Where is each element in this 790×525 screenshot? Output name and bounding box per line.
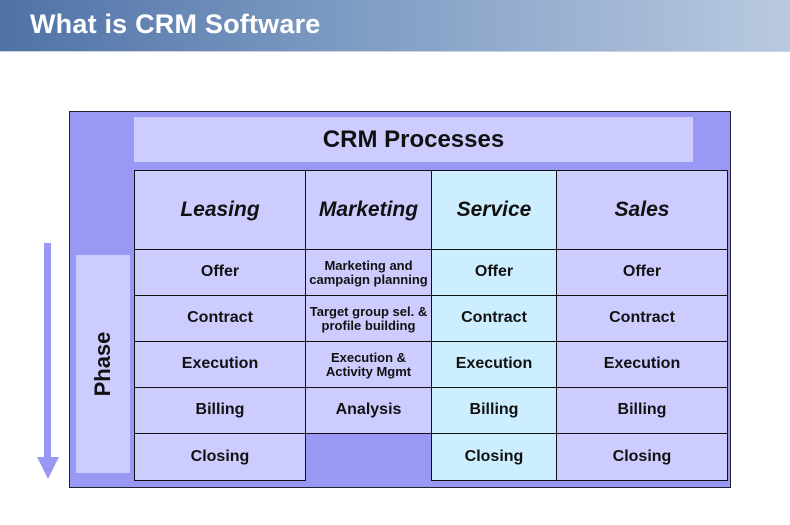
process-cell: Target group sel. & profile building	[305, 295, 432, 342]
process-cell: Analysis	[305, 387, 432, 434]
slide-title: What is CRM Software	[30, 9, 321, 39]
title-banner: What is CRM Software	[0, 0, 790, 52]
process-cell: Offer	[431, 249, 557, 296]
process-cell: Execution	[431, 341, 557, 388]
process-cell: Execution & Activity Mgmt	[305, 341, 432, 388]
crm-processes-header: CRM Processes	[134, 117, 693, 162]
process-cell: Contract	[556, 295, 728, 342]
process-cell: Offer	[556, 249, 728, 296]
process-cell: Contract	[134, 295, 306, 342]
column-header-service: Service	[431, 170, 557, 250]
process-cell: Closing	[556, 433, 728, 481]
phase-label: Phase	[90, 331, 115, 397]
column-header-marketing: Marketing	[305, 170, 432, 250]
process-cell: Closing	[431, 433, 557, 481]
process-cell: Execution	[134, 341, 306, 388]
process-cell: Billing	[134, 387, 306, 434]
phase-arrow-down-icon	[37, 457, 59, 479]
process-cell: Billing	[431, 387, 557, 434]
phase-arrow-shaft	[44, 243, 51, 458]
process-cell: Marketing and campaign planning	[305, 249, 432, 296]
column-header-leasing: Leasing	[134, 170, 306, 250]
process-cell: Billing	[556, 387, 728, 434]
column-header-sales: Sales	[556, 170, 728, 250]
phase-label-box: Phase	[76, 255, 130, 473]
process-cell: Contract	[431, 295, 557, 342]
process-cell: Closing	[134, 433, 306, 481]
process-cell: Offer	[134, 249, 306, 296]
process-cell: Execution	[556, 341, 728, 388]
